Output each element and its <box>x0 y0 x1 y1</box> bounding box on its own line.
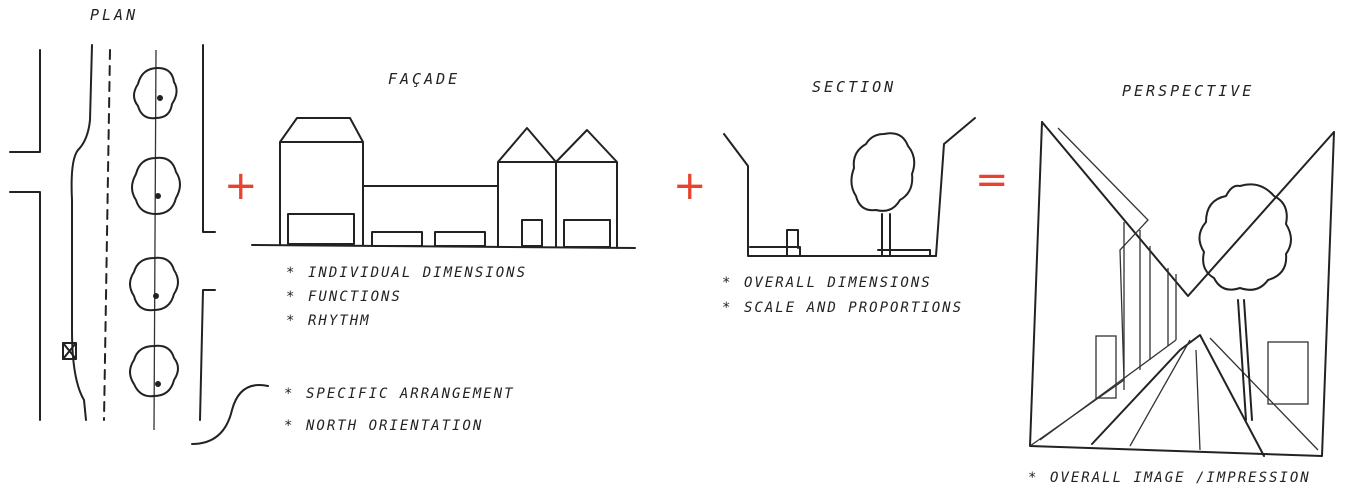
plan-tree <box>130 258 178 310</box>
section-note: *SCALE AND PROPORTIONS <box>722 300 963 316</box>
bullet-icon: * <box>284 418 306 434</box>
bullet-icon: * <box>286 265 308 281</box>
plan-note: *SPECIFIC ARRANGEMENT <box>284 386 515 402</box>
facade-note: *FUNCTIONS <box>286 289 402 305</box>
bullet-icon: * <box>284 386 306 402</box>
perspective-drawing <box>1030 122 1334 456</box>
bullet-icon: * <box>1028 470 1050 486</box>
section-drawing <box>724 118 975 256</box>
facade-note: *RHYTHM <box>286 313 371 329</box>
bullet-icon: * <box>286 313 308 329</box>
plan-note: *NORTH ORIENTATION <box>284 418 483 434</box>
facade-note: *INDIVIDUAL DIMENSIONS <box>286 265 527 281</box>
section-note: *OVERALL DIMENSIONS <box>722 275 932 291</box>
plan-marker-icon <box>63 343 76 359</box>
perspective-note: *OVERALL IMAGE /IMPRESSION <box>1028 470 1311 486</box>
bullet-icon: * <box>722 275 744 291</box>
plan-drawing <box>10 45 268 444</box>
bullet-icon: * <box>722 300 744 316</box>
bullet-icon: * <box>286 289 308 305</box>
facade-drawing <box>252 118 635 248</box>
